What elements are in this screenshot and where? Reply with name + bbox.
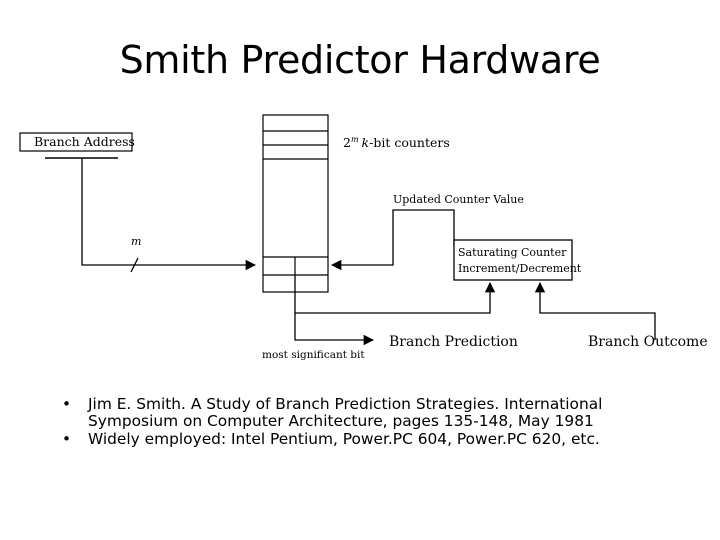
- bullet-dot: •: [62, 395, 72, 413]
- index-arrow: [81, 158, 257, 271]
- saturating-counter-line1: Saturating Counter: [458, 246, 567, 259]
- bullet-item: • Widely employed: Intel Pentium, Power.…: [56, 431, 676, 448]
- branch-outcome-arrow: [534, 281, 656, 340]
- bullet-1-line-2: Symposium on Computer Architecture, page…: [88, 412, 594, 430]
- bullet-2-line-1: Widely employed: Intel Pentium, Power.PC…: [88, 430, 600, 448]
- updated-counter-arrow: [330, 209, 455, 271]
- m-bit-slash: [130, 257, 139, 273]
- bullet-item: • Jim E. Smith. A Study of Branch Predic…: [56, 396, 676, 430]
- reference-bullets: • Jim E. Smith. A Study of Branch Predic…: [56, 396, 676, 449]
- counter-table: [262, 114, 329, 293]
- branch-prediction-label: Branch Prediction: [389, 334, 518, 350]
- branch-address-label: Branch Address: [34, 134, 135, 149]
- m-label: m: [131, 235, 141, 248]
- branch-outcome-label: Branch Outcome: [588, 334, 708, 350]
- slide-title: Smith Predictor Hardware: [119, 38, 601, 82]
- msb-label: most significant bit: [262, 349, 365, 361]
- prediction-to-counter-arrow: [294, 275, 496, 314]
- branch-address-box: Branch Address: [19, 132, 135, 152]
- saturating-counter-box: Saturating Counter Increment/Decrement: [453, 239, 582, 281]
- saturating-counter-line2: Increment/Decrement: [458, 262, 582, 275]
- bullet-dot: •: [62, 430, 72, 448]
- bullet-1-line-1: Jim E. Smith. A Study of Branch Predicti…: [88, 395, 603, 413]
- branch-prediction-arrow: [294, 313, 375, 346]
- updated-counter-label: Updated Counter Value: [393, 193, 524, 206]
